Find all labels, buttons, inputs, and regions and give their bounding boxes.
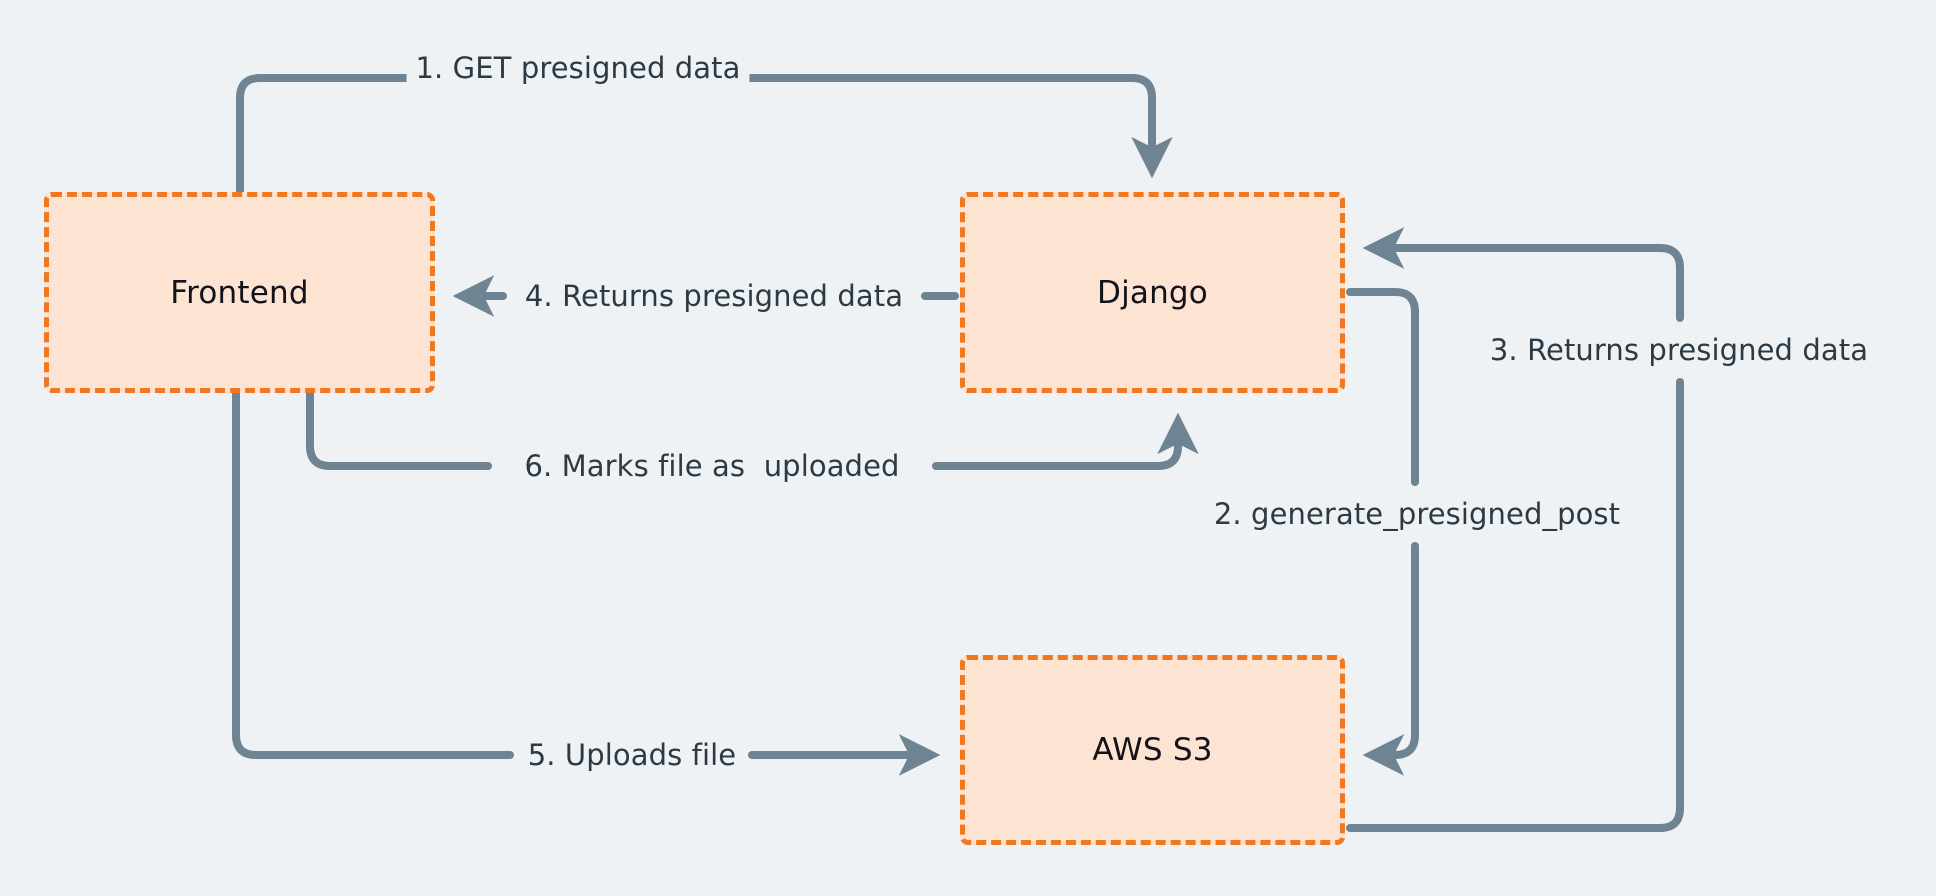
edge-path-1b xyxy=(718,74,1173,179)
node-frontend[interactable]: Frontend xyxy=(44,192,435,393)
node-django[interactable]: Django xyxy=(960,192,1345,393)
edge-path-2b xyxy=(1362,542,1419,776)
edge-path-1 xyxy=(236,74,441,196)
edge-label-5: 5. Uploads file xyxy=(518,736,746,774)
edge-label-1: 1. GET presigned data xyxy=(406,49,750,87)
edge-path-3 xyxy=(1346,378,1684,832)
edge-label-6: 6. Marks file as uploaded xyxy=(515,447,909,485)
edge-path-5 xyxy=(232,389,514,759)
edge-label-2: 2. generate_presigned_post xyxy=(1204,495,1630,533)
node-django-label: Django xyxy=(1097,274,1208,311)
edge-path-6 xyxy=(306,389,492,470)
edge-path-6b xyxy=(932,412,1199,470)
node-aws-s3[interactable]: AWS S3 xyxy=(960,655,1345,845)
node-aws-s3-label: AWS S3 xyxy=(1092,732,1213,768)
edge-path-3b xyxy=(1362,227,1684,322)
edge-label-4: 4. Returns presigned data xyxy=(515,277,913,315)
node-frontend-label: Frontend xyxy=(170,274,309,311)
edge-path-2 xyxy=(1346,288,1419,486)
edge-label-3: 3. Returns presigned data xyxy=(1480,331,1878,369)
